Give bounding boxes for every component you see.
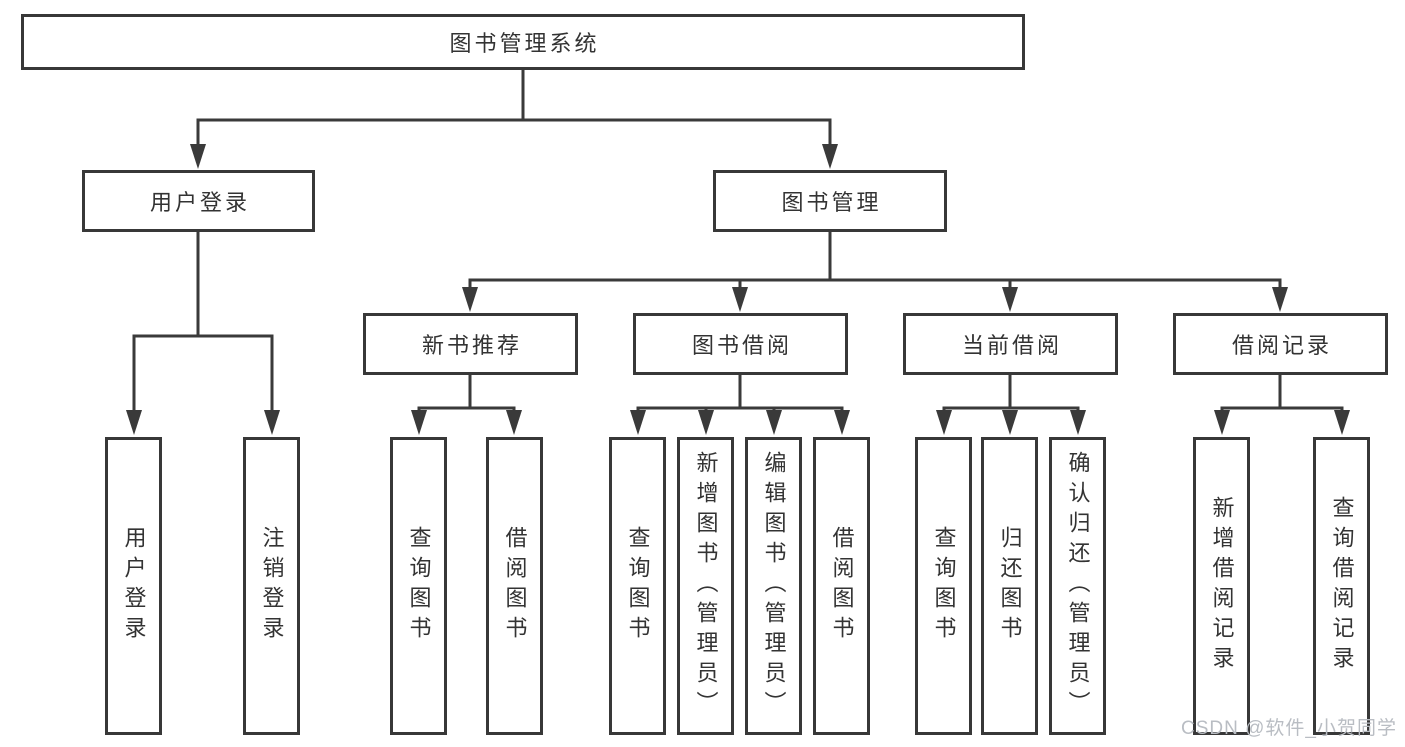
leaf-add-borrow-record-label: 新增借阅记录 — [1209, 496, 1235, 676]
node-book-borrow: 图书借阅 — [633, 313, 848, 375]
leaf-recommend-query-book-label: 查询图书 — [406, 526, 432, 646]
leaf-query-borrow-record: 查询借阅记录 — [1313, 437, 1370, 735]
node-book-borrow-label: 图书借阅 — [691, 333, 792, 358]
node-library-system: 图书管理系统 — [21, 14, 1025, 70]
leaf-add-book-admin: 新增图书（管理员） — [677, 437, 734, 735]
leaf-borrow-query-book-label: 查询图书 — [625, 526, 651, 646]
node-borrow-records: 借阅记录 — [1173, 313, 1388, 375]
leaf-edit-book-admin-label: 编辑图书（管理员） — [761, 451, 787, 721]
connector-new-book-recommend — [417, 373, 516, 416]
leaf-logout: 注销登录 — [243, 437, 300, 735]
node-borrow-records-label: 借阅记录 — [1231, 333, 1332, 358]
connector-user-login — [132, 230, 274, 416]
node-new-book-recommend: 新书推荐 — [363, 313, 578, 375]
leaf-return-book-label: 归还图书 — [997, 526, 1023, 646]
leaf-logout-label: 注销登录 — [259, 526, 285, 646]
leaf-recommend-borrow-book-label: 借阅图书 — [502, 526, 528, 646]
leaf-recommend-query-book: 查询图书 — [390, 437, 447, 735]
connector-book-borrow — [636, 373, 844, 416]
leaf-edit-book-admin: 编辑图书（管理员） — [745, 437, 802, 735]
connector-borrow-records — [1220, 373, 1344, 416]
node-user-login: 用户登录 — [82, 170, 315, 232]
leaf-user-login-label: 用户登录 — [121, 526, 147, 646]
leaf-query-borrow-record-label: 查询借阅记录 — [1329, 496, 1355, 676]
node-current-borrow-label: 当前借阅 — [961, 333, 1062, 358]
node-new-book-recommend-label: 新书推荐 — [421, 333, 522, 358]
connector-root — [196, 68, 832, 150]
node-book-management-label: 图书管理 — [781, 190, 882, 215]
node-current-borrow: 当前借阅 — [903, 313, 1118, 375]
leaf-confirm-return-admin: 确认归还（管理员） — [1049, 437, 1106, 735]
leaf-borrow-book-label: 借阅图书 — [829, 526, 855, 646]
leaf-confirm-return-admin-label: 确认归还（管理员） — [1065, 451, 1091, 721]
leaf-borrow-query-book: 查询图书 — [609, 437, 666, 735]
arrowheads — [126, 144, 1350, 435]
leaf-current-query-book-label: 查询图书 — [931, 526, 957, 646]
watermark: CSDN @软件_小贺同学 — [1181, 718, 1397, 739]
leaf-return-book: 归还图书 — [981, 437, 1038, 735]
leaf-add-borrow-record: 新增借阅记录 — [1193, 437, 1250, 735]
leaf-recommend-borrow-book: 借阅图书 — [486, 437, 543, 735]
leaf-user-login: 用户登录 — [105, 437, 162, 735]
leaf-borrow-book: 借阅图书 — [813, 437, 870, 735]
node-user-login-label: 用户登录 — [149, 190, 250, 215]
connector-book-management — [468, 230, 1282, 293]
node-book-management: 图书管理 — [713, 170, 947, 232]
connector-current-borrow — [942, 373, 1080, 416]
node-library-system-label: 图书管理系统 — [449, 31, 600, 56]
leaf-add-book-admin-label: 新增图书（管理员） — [693, 451, 719, 721]
leaf-current-query-book: 查询图书 — [915, 437, 972, 735]
